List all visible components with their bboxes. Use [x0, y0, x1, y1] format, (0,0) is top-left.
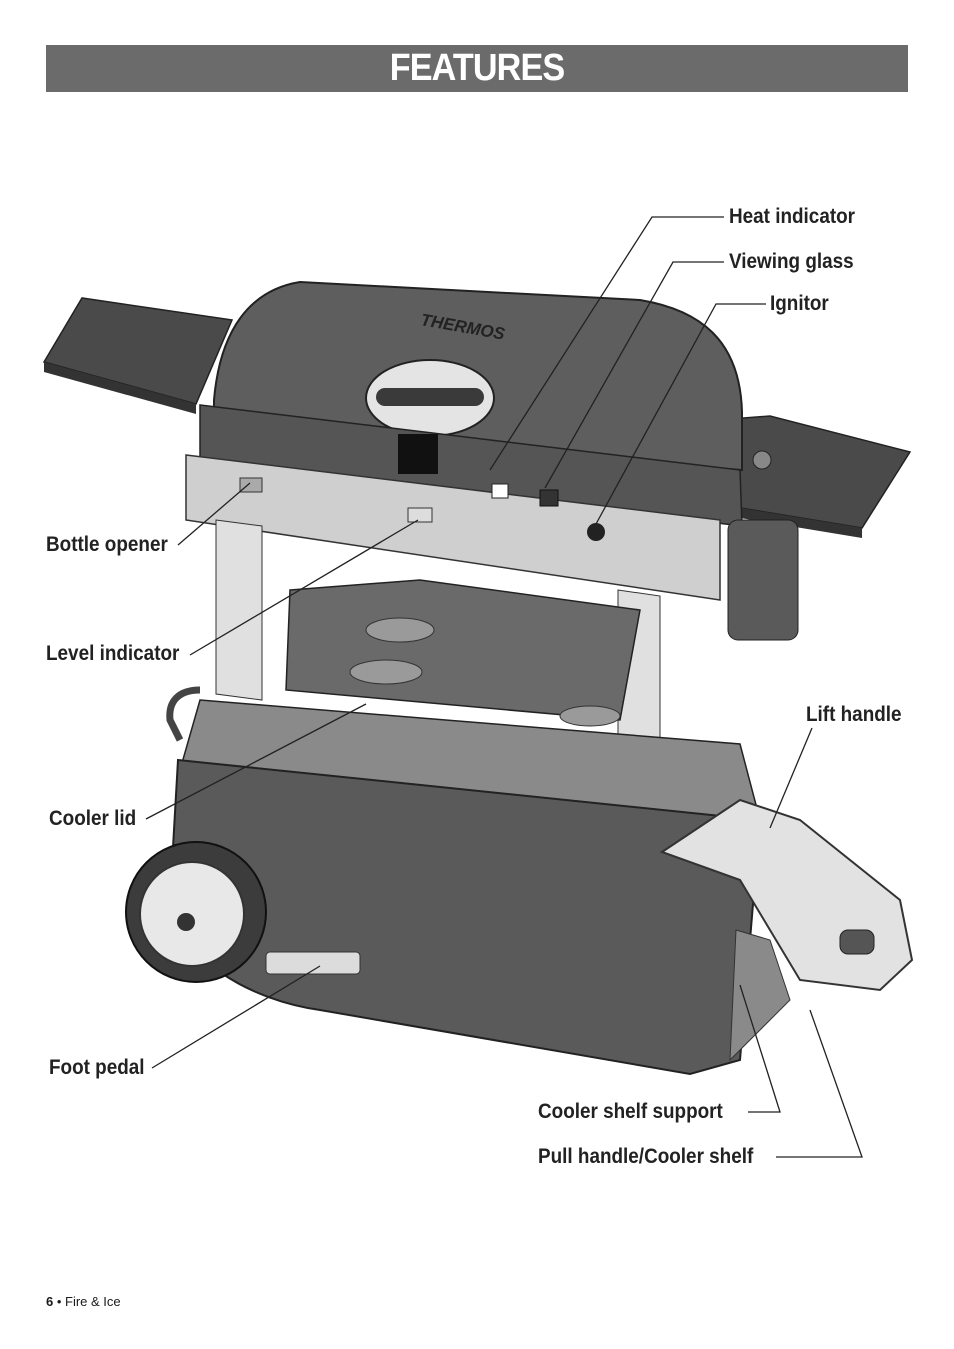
callout-heat-indicator: Heat indicator	[729, 205, 856, 228]
footer-separator: •	[53, 1294, 66, 1309]
page-number: 6	[46, 1294, 54, 1309]
callout-lift-handle: Lift handle	[806, 703, 902, 726]
callout-foot-pedal: Foot pedal	[49, 1056, 145, 1079]
callout-pull-handle-cooler-shelf: Pull handle/Cooler shelf	[538, 1145, 754, 1168]
title-bar: FEATURES	[46, 45, 908, 92]
callout-cooler-lid: Cooler lid	[49, 807, 137, 830]
footer-doc-title: Fire & Ice	[65, 1294, 121, 1309]
page-title: FEATURES	[389, 47, 565, 89]
callout-bottle-opener: Bottle opener	[46, 533, 168, 556]
callout-viewing-glass: Viewing glass	[729, 250, 854, 273]
callout-level-indicator: Level indicator	[46, 642, 180, 665]
callout-ignitor: Ignitor	[770, 292, 829, 315]
callout-cooler-shelf-support: Cooler shelf support	[538, 1100, 723, 1123]
page-footer: 6 • Fire & Ice	[46, 1294, 121, 1309]
